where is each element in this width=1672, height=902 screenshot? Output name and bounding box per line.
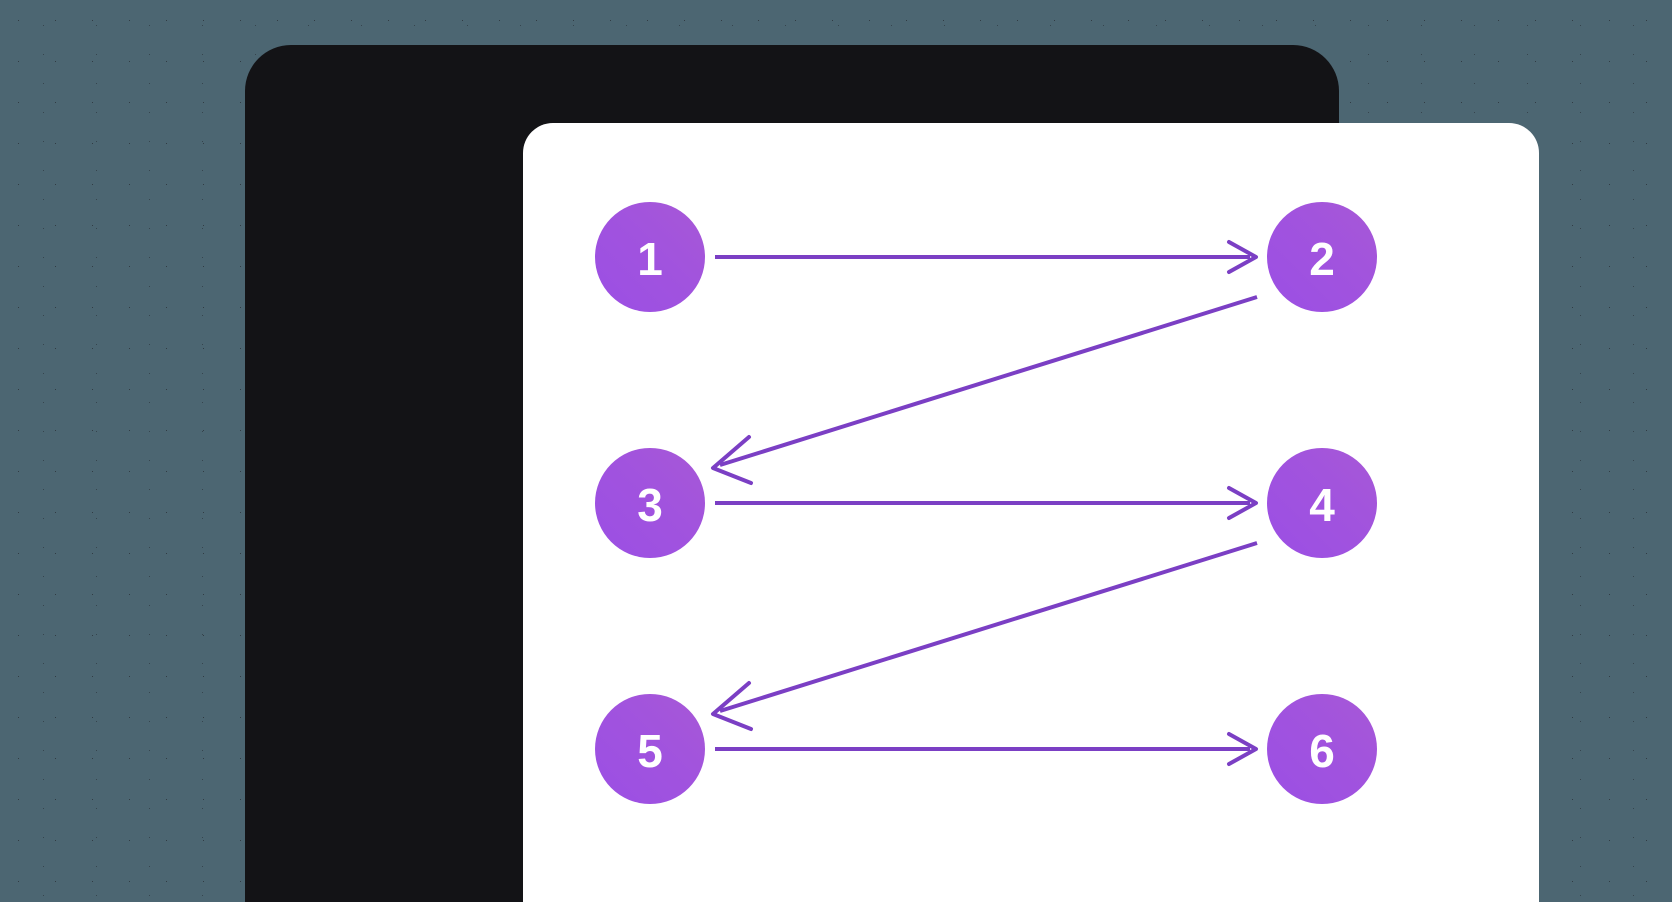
node-3-circle[interactable] <box>595 448 705 558</box>
device-screen: 1 2 3 4 <box>523 123 1539 902</box>
node-4-label: 4 <box>1309 479 1335 531</box>
edge-3-to-4-arrowhead <box>1227 486 1258 520</box>
node-2[interactable]: 2 <box>1267 202 1377 312</box>
edge-layer <box>711 240 1258 766</box>
node-6[interactable]: 6 <box>1267 694 1377 804</box>
node-3[interactable]: 3 <box>595 448 705 558</box>
node-2-label: 2 <box>1309 233 1335 285</box>
edge-2-to-3-arrowhead <box>711 435 753 485</box>
node-4[interactable]: 4 <box>1267 448 1377 558</box>
edge-2-to-3 <box>711 295 1258 485</box>
node-5[interactable]: 5 <box>595 694 705 804</box>
node-3-label: 3 <box>637 479 663 531</box>
edge-5-to-6 <box>715 732 1258 766</box>
edge-2-to-3-line <box>719 295 1258 467</box>
device-bezel: 1 2 3 4 <box>232 32 1539 902</box>
node-2-circle[interactable] <box>1267 202 1377 312</box>
node-1[interactable]: 1 <box>595 202 705 312</box>
node-flow-diagram: 1 2 3 4 <box>595 202 1377 804</box>
node-6-circle[interactable] <box>1267 694 1377 804</box>
edge-3-to-4 <box>715 486 1258 520</box>
edge-4-to-5-line <box>719 541 1258 713</box>
node-6-label: 6 <box>1309 725 1335 777</box>
node-4-circle[interactable] <box>1267 448 1377 558</box>
edge-1-to-2-arrowhead <box>1227 240 1258 274</box>
node-5-circle[interactable] <box>595 694 705 804</box>
edge-4-to-5 <box>711 541 1258 731</box>
node-1-label: 1 <box>637 233 663 285</box>
node-layer: 1 2 3 4 <box>595 202 1377 804</box>
node-5-label: 5 <box>637 725 663 777</box>
edge-5-to-6-arrowhead <box>1227 732 1258 766</box>
edge-1-to-2 <box>715 240 1258 274</box>
node-1-circle[interactable] <box>595 202 705 312</box>
edge-4-to-5-arrowhead <box>711 681 753 731</box>
